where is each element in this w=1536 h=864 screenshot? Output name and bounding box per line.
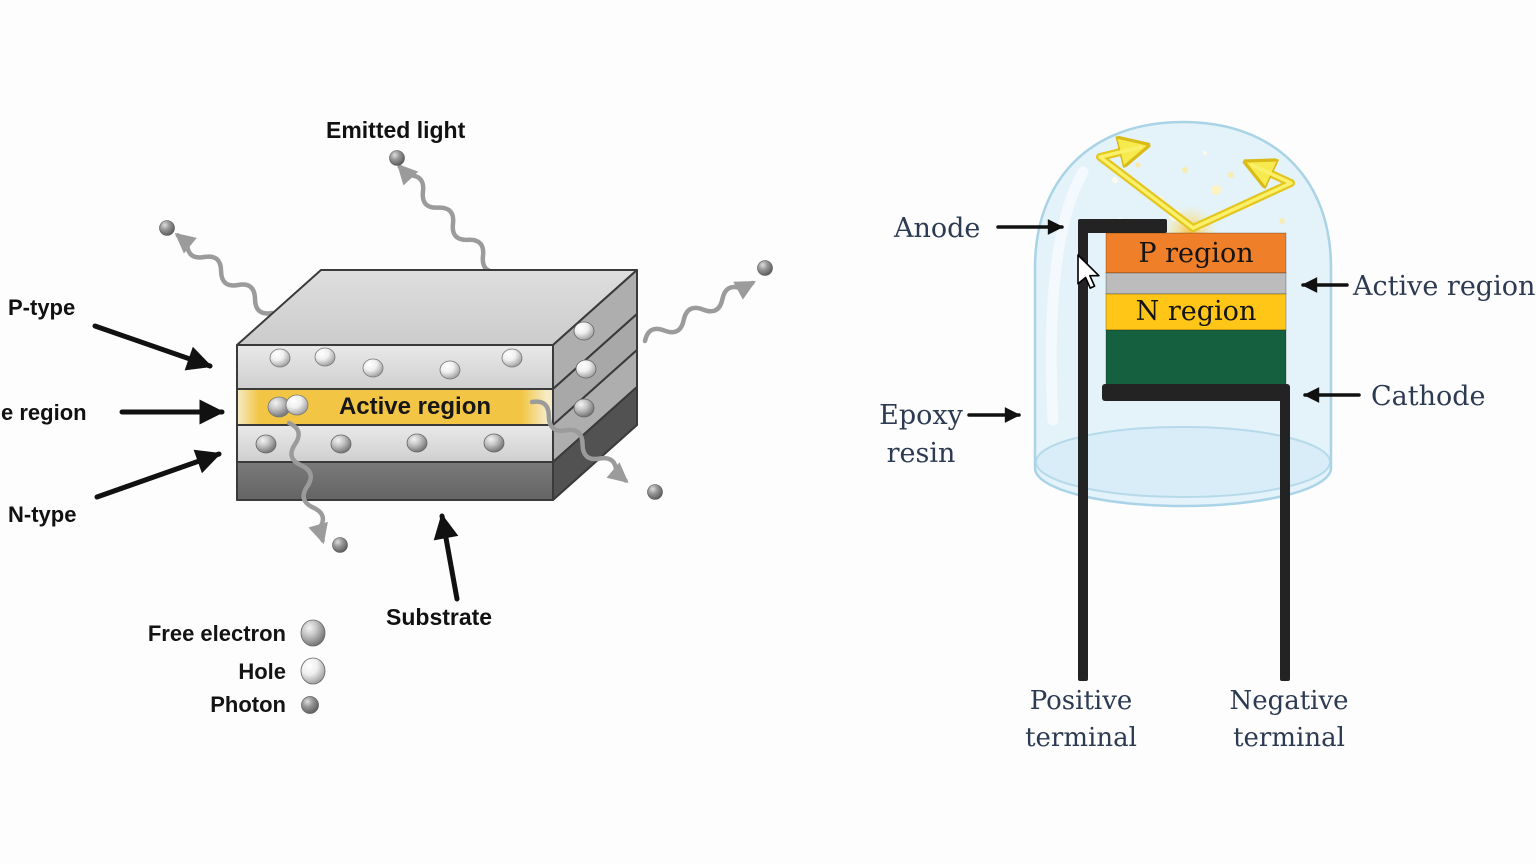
free-electron-icon xyxy=(300,619,326,647)
left-label-arrows xyxy=(92,323,460,602)
negative-lead-wire xyxy=(1280,395,1290,681)
hole-icon xyxy=(300,657,326,685)
active-region-stripe xyxy=(1105,272,1287,295)
n-type-arrow xyxy=(94,449,222,500)
substrate-label: Substrate xyxy=(386,604,493,630)
legend-spheres xyxy=(300,619,326,714)
hole-label: Hole xyxy=(238,659,286,684)
emitted-light-wave-upper-left xyxy=(174,232,275,316)
epoxy-dome-flange xyxy=(1035,426,1331,498)
cathode-label: Cathode xyxy=(1371,381,1486,412)
n-type-label: N-type xyxy=(8,502,77,527)
emitted-light-bounce-arrows xyxy=(1096,147,1295,232)
electron-hole-pair-active xyxy=(267,394,309,418)
negative-terminal-label: Negative terminal xyxy=(1229,686,1349,753)
emitted-light-wave-top xyxy=(397,163,501,275)
epoxy-resin-label: Epoxy resin xyxy=(879,400,963,469)
positive-lead-wire xyxy=(1078,227,1088,681)
anode-bar xyxy=(1078,219,1167,233)
substrate-arrow xyxy=(433,513,460,602)
led-leads xyxy=(1078,219,1290,681)
led-die-stack xyxy=(1105,232,1287,386)
n-region-block xyxy=(1105,293,1287,331)
photon-wave-down-left xyxy=(286,420,328,545)
p-region-block xyxy=(1105,232,1287,274)
positive-terminal-label: Positive terminal xyxy=(1025,686,1137,753)
anode-label: Anode xyxy=(894,213,981,244)
chip-front-ptype-layer xyxy=(236,344,554,390)
mouse-cursor xyxy=(1077,254,1100,289)
cathode-bar xyxy=(1102,384,1290,401)
photon-icon xyxy=(301,696,319,714)
electron-spheres-ntype xyxy=(255,433,505,454)
led-chip-3d xyxy=(236,269,638,501)
p-type-label: P-type xyxy=(8,295,76,320)
chip-front-active-layer xyxy=(236,388,554,426)
p-region-label: P region xyxy=(1138,238,1254,269)
photon-spheres xyxy=(159,150,773,553)
photon-wave-down-right xyxy=(529,399,629,484)
active-region-label: Active region xyxy=(1353,271,1536,302)
chip-front-ntype-layer xyxy=(236,424,554,463)
spheres-right-face xyxy=(573,321,597,418)
chip-front-substrate-layer xyxy=(236,461,554,501)
emitted-light-wave-right xyxy=(642,280,756,344)
right-label-arrows xyxy=(967,219,1361,423)
photon-label: Photon xyxy=(210,692,286,717)
hole-spheres-ptype xyxy=(269,347,523,380)
chip-active-region-label: Active region xyxy=(338,393,492,420)
n-region-label: N region xyxy=(1135,296,1257,327)
free-electron-label: Free electron xyxy=(147,621,286,646)
substrate-block xyxy=(1105,329,1287,386)
epoxy-dome-shine xyxy=(1045,166,1089,426)
active-region-pointer-label: e region xyxy=(1,400,87,425)
emitted-light-label: Emitted light xyxy=(326,117,466,143)
p-type-arrow xyxy=(92,323,213,371)
